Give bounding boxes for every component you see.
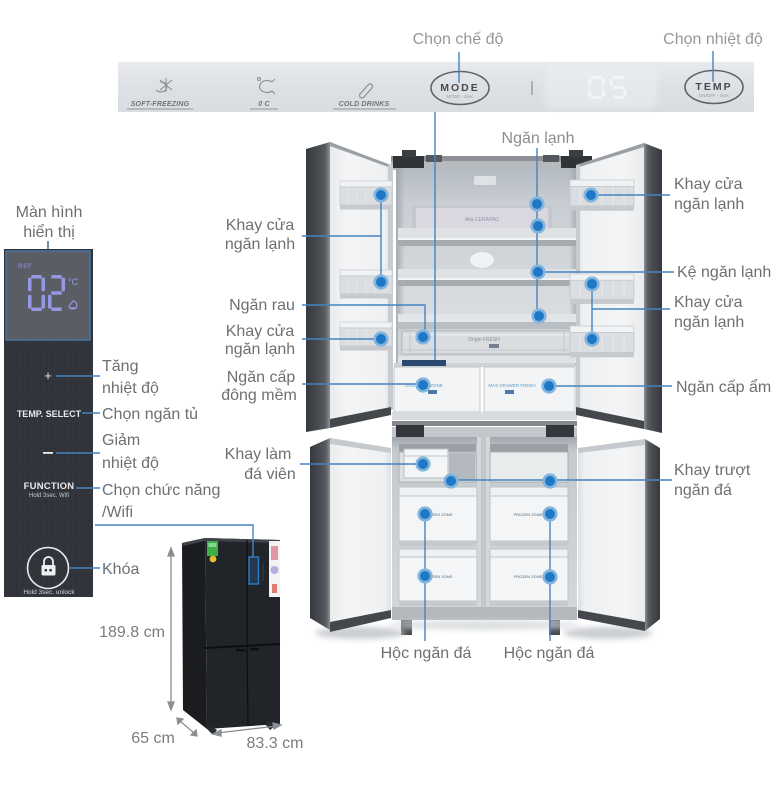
svg-text:FROZEN ZONE: FROZEN ZONE <box>424 512 453 517</box>
svg-text:Tăng: Tăng <box>102 358 138 375</box>
svg-text:đông mềm: đông mềm <box>221 387 297 404</box>
svg-text:Chọn ngăn tủ: Chọn ngăn tủ <box>102 406 198 423</box>
svg-text:Ngăn cấp: Ngăn cấp <box>227 369 296 386</box>
svg-text:Khay trượt: Khay trượt <box>674 462 751 479</box>
svg-text:MAX DRAWER FRESH: MAX DRAWER FRESH <box>488 383 535 388</box>
svg-text:Ngăn lạnh: Ngăn lạnh <box>502 130 575 147</box>
svg-text:SOFT-FREEZING: SOFT-FREEZING <box>131 101 190 108</box>
svg-text:Khay cửa: Khay cửa <box>674 294 743 311</box>
svg-text:Hộc ngăn đá: Hộc ngăn đá <box>504 645 595 662</box>
svg-text:/Wifi: /Wifi <box>102 504 133 521</box>
svg-text:Hold 3sec. unlock: Hold 3sec. unlock <box>23 589 75 596</box>
svg-text:Ngăn cấp ẩm: Ngăn cấp ẩm <box>676 378 771 396</box>
svg-text:0 C: 0 C <box>258 101 270 108</box>
svg-text:65 cm: 65 cm <box>131 730 175 747</box>
svg-text:ngăn lạnh: ngăn lạnh <box>225 341 295 358</box>
svg-text:COLD DRINKS: COLD DRINKS <box>339 101 390 108</box>
svg-text:Khay làm: Khay làm <box>225 446 292 463</box>
svg-text:Chọn chức năng: Chọn chức năng <box>102 482 220 499</box>
svg-text:Kệ ngăn lạnh: Kệ ngăn lạnh <box>677 264 771 281</box>
svg-text:ON/OFF - 3sec: ON/OFF - 3sec <box>699 93 730 98</box>
svg-text:FROZEN ZONE: FROZEN ZONE <box>514 512 543 517</box>
svg-text:MODE - 3sec: MODE - 3sec <box>446 94 474 99</box>
svg-text:MODE: MODE <box>440 82 480 94</box>
svg-text:ngăn lạnh: ngăn lạnh <box>225 236 295 253</box>
svg-text:Hold 3sec. Wifi: Hold 3sec. Wifi <box>29 493 69 499</box>
svg-text:Alta CERAPAG: Alta CERAPAG <box>465 217 499 223</box>
svg-text:Ngăn rau: Ngăn rau <box>229 297 295 314</box>
svg-text:ngăn đá: ngăn đá <box>674 482 732 499</box>
svg-text:Màn hình: Màn hình <box>16 204 83 221</box>
svg-text:ngăn lạnh: ngăn lạnh <box>674 314 744 331</box>
svg-text:REF: REF <box>18 263 33 270</box>
svg-text:Hộc ngăn đá: Hộc ngăn đá <box>381 645 472 662</box>
svg-text:189.8 cm: 189.8 cm <box>99 624 165 641</box>
svg-text:Chọn chế độ: Chọn chế độ <box>413 31 504 48</box>
svg-text:FROZEN ZONE: FROZEN ZONE <box>424 574 453 579</box>
svg-text:Khay cửa: Khay cửa <box>226 217 295 234</box>
svg-text:Khóa: Khóa <box>102 561 139 578</box>
svg-text:+: + <box>44 368 52 383</box>
svg-text:83.3 cm: 83.3 cm <box>247 735 304 752</box>
svg-text:TEMP. SELECT: TEMP. SELECT <box>17 409 82 419</box>
svg-text:nhiệt độ: nhiệt độ <box>102 380 159 397</box>
svg-text:Giảm: Giảm <box>102 432 140 449</box>
svg-text:TEMP: TEMP <box>695 81 732 93</box>
svg-text:ngăn lạnh: ngăn lạnh <box>674 196 744 213</box>
svg-text:Khay cửa: Khay cửa <box>674 176 743 193</box>
svg-text:Khay cửa: Khay cửa <box>226 323 295 340</box>
svg-text:°C: °C <box>68 277 79 287</box>
svg-text:Origin FRESH: Origin FRESH <box>468 337 500 343</box>
svg-text:FUNCTION: FUNCTION <box>24 481 75 492</box>
svg-text:đá viên: đá viên <box>244 466 296 483</box>
svg-text:Chọn nhiệt độ: Chọn nhiệt độ <box>663 31 763 48</box>
svg-text:hiển thị: hiển thị <box>23 223 75 241</box>
svg-text:FROZEN ZONE: FROZEN ZONE <box>514 574 543 579</box>
svg-text:nhiệt độ: nhiệt độ <box>102 455 159 472</box>
